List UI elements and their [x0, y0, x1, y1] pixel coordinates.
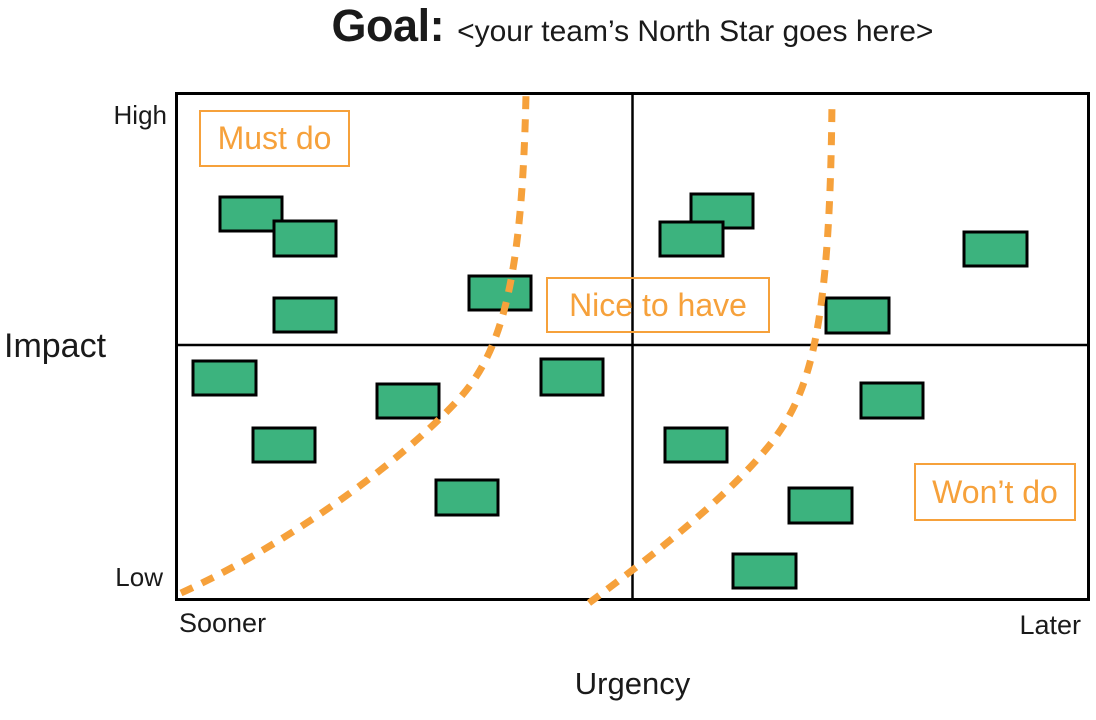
sticky-note-7[interactable] — [962, 230, 1029, 268]
sticky-note-3[interactable] — [272, 296, 338, 334]
sticky-note-15[interactable] — [859, 381, 925, 420]
sticky-note-17[interactable] — [731, 552, 798, 590]
sticky-note-14[interactable] — [663, 426, 729, 464]
sticky-note-8[interactable] — [824, 296, 891, 335]
goal-title-prefix: Goal: — [331, 0, 445, 51]
priority-cutoff-curve-left — [179, 94, 530, 597]
quadrant-label-nice-to-have-text: Nice to have — [569, 286, 747, 323]
x-axis-title: Urgency — [574, 666, 691, 701]
quadrant-label-must-do[interactable]: Must do — [199, 110, 350, 167]
sticky-note-1[interactable] — [218, 195, 284, 233]
board-title: Goal: <your team’s North Star goes here> — [176, 0, 1089, 58]
sticky-notes-layer — [191, 192, 1029, 590]
sticky-note-2[interactable] — [272, 219, 338, 258]
quadrant-label-wont-do-text: Won’t do — [932, 473, 1058, 510]
quadrant-label-wont-do[interactable]: Won’t do — [914, 463, 1076, 521]
priority-cutoff-curve-right — [586, 99, 836, 606]
sticky-note-12[interactable] — [251, 426, 317, 464]
quadrant-label-nice-to-have[interactable]: Nice to have — [546, 277, 770, 333]
sticky-note-9[interactable] — [191, 359, 258, 397]
sticky-note-4[interactable] — [467, 274, 533, 312]
x-axis-sooner-tick-label: Sooner — [179, 608, 267, 638]
sticky-note-16[interactable] — [787, 486, 854, 525]
quadrant-label-must-do-text: Must do — [217, 120, 332, 156]
sticky-note-10[interactable] — [375, 382, 441, 420]
sticky-note-6[interactable] — [658, 220, 725, 258]
y-axis-low-tick-label: Low — [115, 562, 163, 592]
sticky-note-13[interactable] — [434, 478, 500, 517]
x-axis-later-tick-label: Later — [1019, 610, 1081, 640]
y-axis-title: Impact — [4, 327, 107, 365]
goal-title-placeholder: <your team’s North Star goes here> — [457, 15, 934, 48]
y-axis-high-tick-label: High — [113, 100, 167, 130]
sticky-note-11[interactable] — [539, 357, 605, 397]
